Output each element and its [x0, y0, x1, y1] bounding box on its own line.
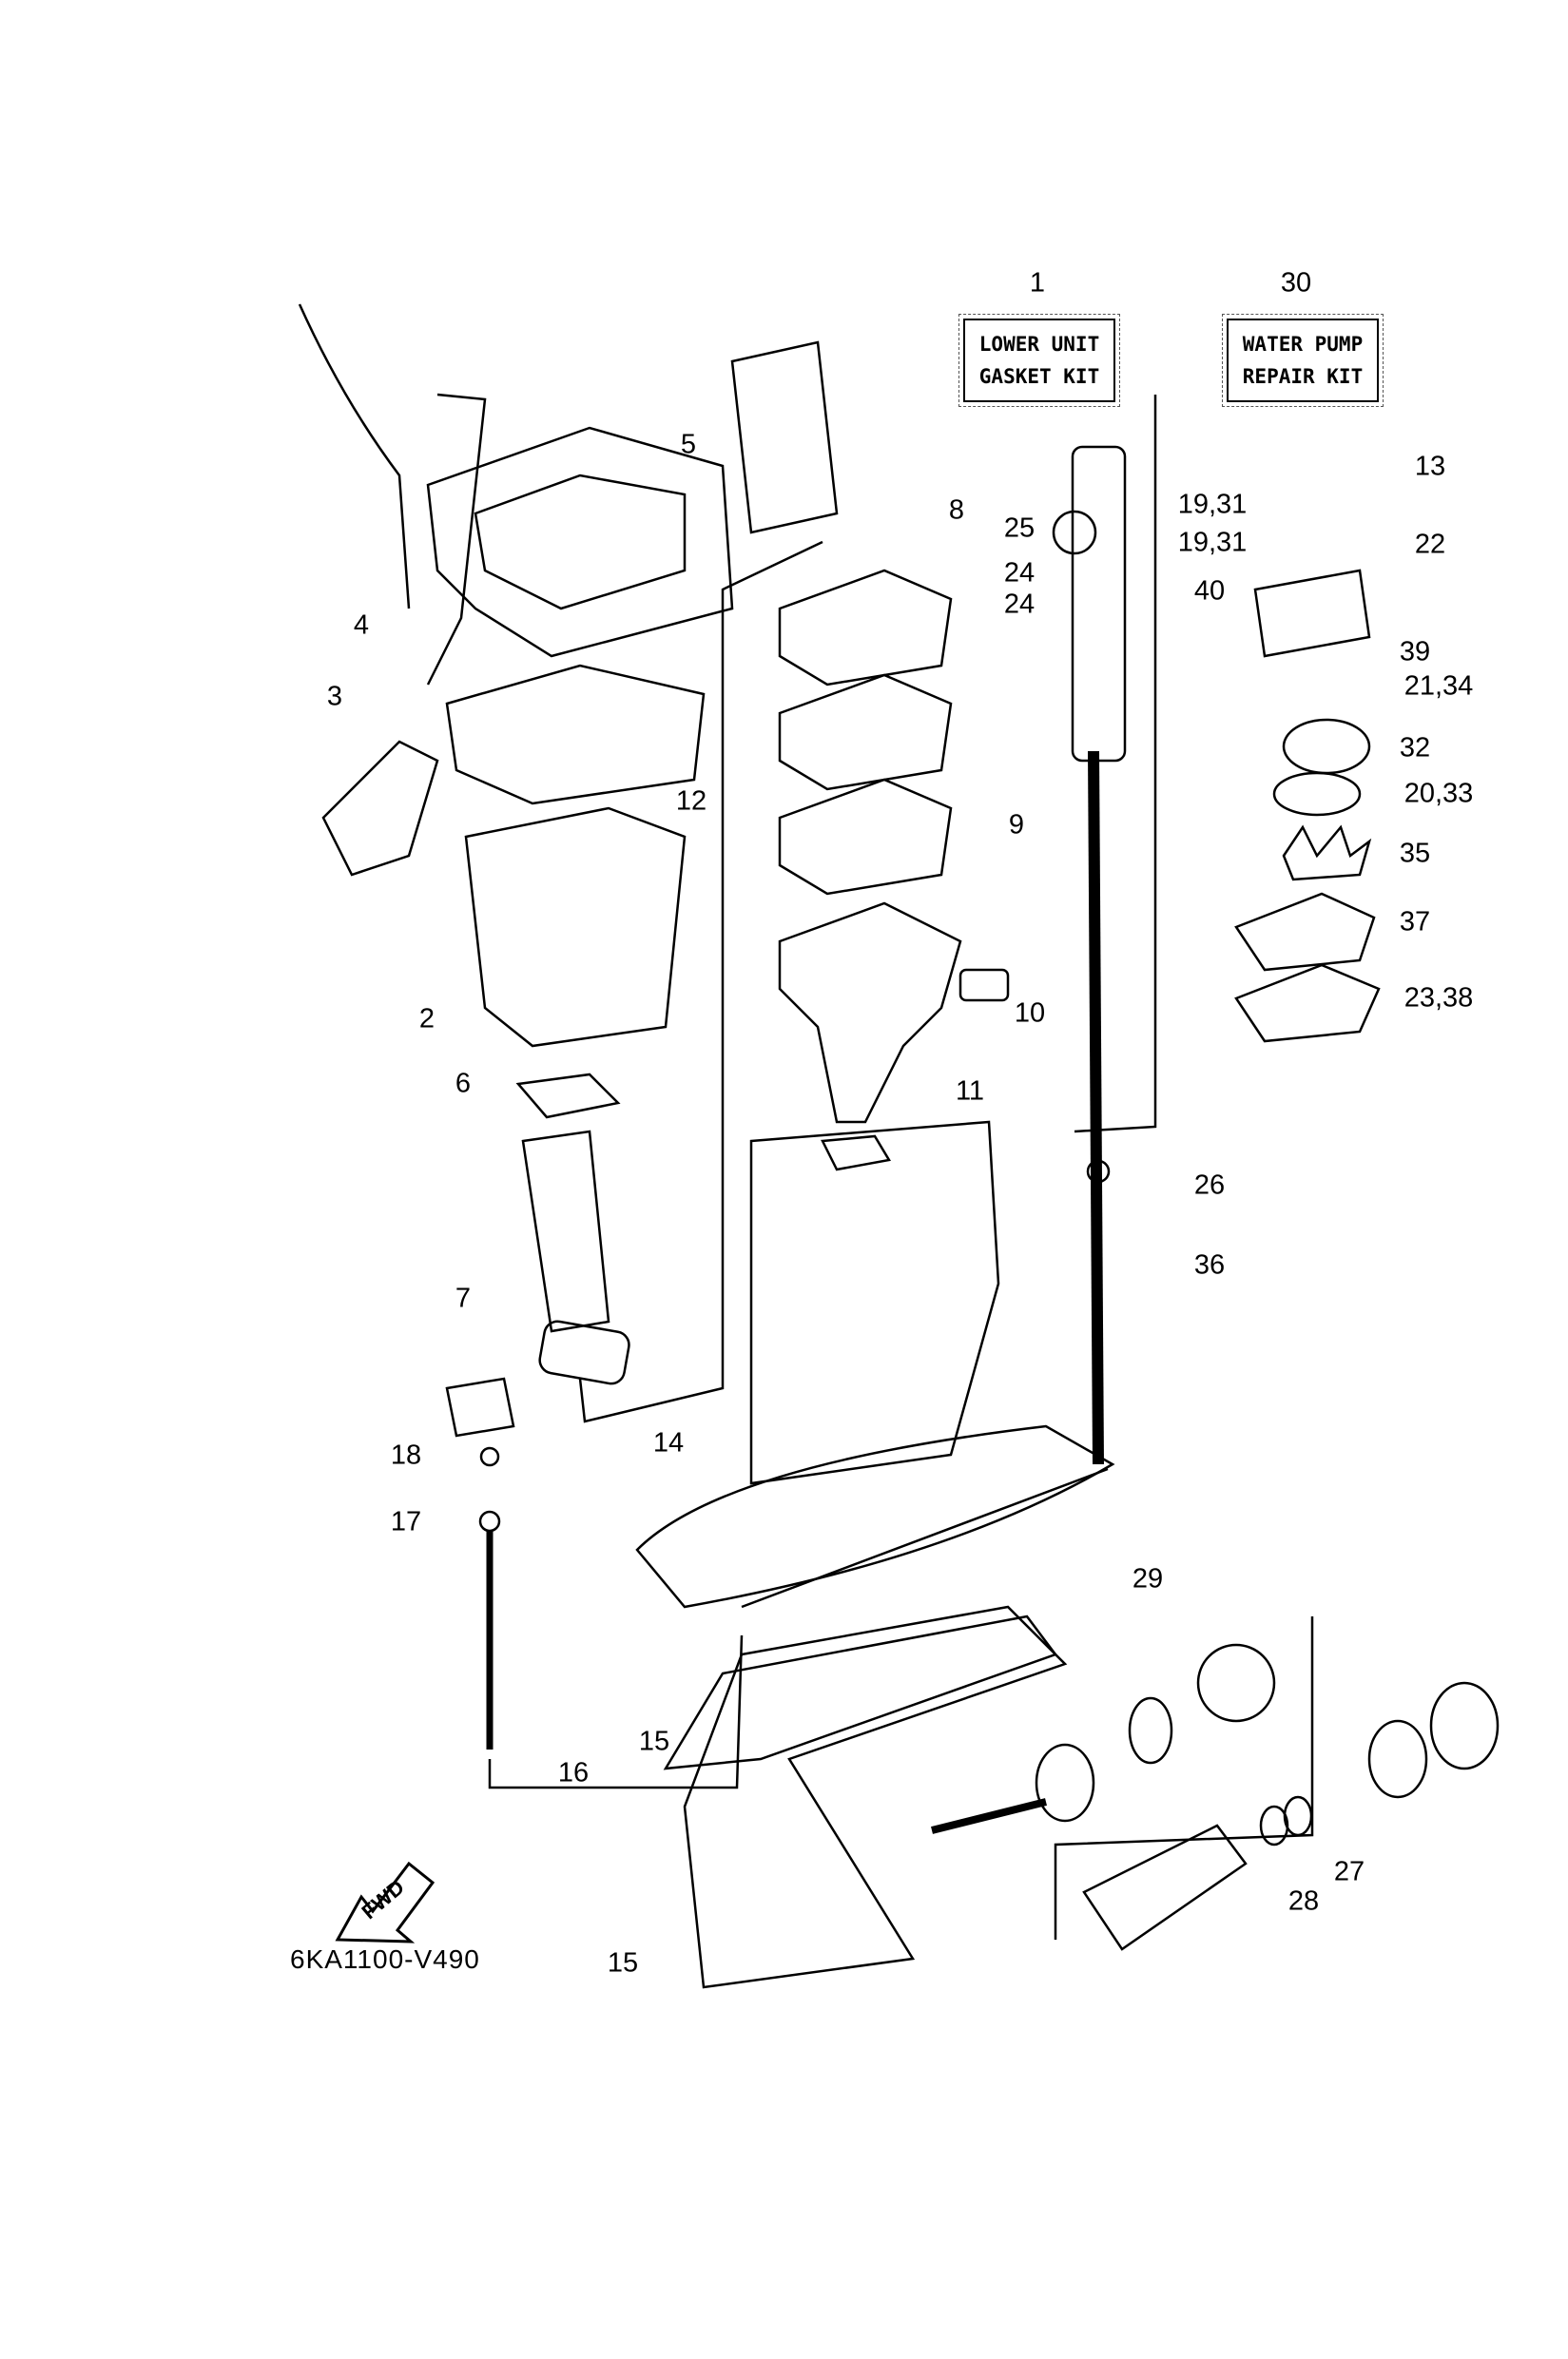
- anti-cavitation-plate: [635, 1424, 1115, 1609]
- callout-19-31: 19,31: [1177, 489, 1248, 520]
- oil-pan: [778, 901, 962, 1124]
- callout-4: 4: [353, 609, 370, 641]
- callout-17: 17: [390, 1506, 422, 1537]
- dipstick-tube: [298, 303, 411, 609]
- callout-40: 40: [1193, 575, 1226, 607]
- lower-unit-gasket-kit-box: LOWER UNIT GASKET KIT: [958, 314, 1120, 407]
- callout-20-33: 20,33: [1403, 778, 1474, 809]
- o-ring-17: [478, 1510, 501, 1533]
- upper-casing-inner: [474, 474, 687, 610]
- callout-15: 15: [638, 1726, 670, 1757]
- gasket-8: [778, 569, 953, 686]
- forward-gear: [1035, 1743, 1095, 1823]
- callout-29: 29: [1132, 1563, 1164, 1595]
- callout-35: 35: [1399, 838, 1431, 869]
- callout-kit-1: 1: [1029, 267, 1046, 299]
- group-bracket-gasket-set: [578, 540, 823, 1423]
- outer-plate-37: [1234, 892, 1376, 972]
- kit-label-line2: GASKET KIT: [978, 365, 1100, 388]
- callout-12: 12: [675, 785, 707, 817]
- upper-casing: [426, 426, 734, 658]
- callout-5: 5: [680, 429, 697, 460]
- callout-2: 2: [418, 1003, 436, 1034]
- pump-housing: [1253, 569, 1371, 658]
- seal-27: [1283, 1795, 1313, 1837]
- callout-28: 28: [1287, 1885, 1320, 1917]
- seal-28: [1259, 1805, 1289, 1847]
- mid-casing: [464, 806, 687, 1048]
- o-ring-26: [1086, 1159, 1111, 1184]
- callout-11: 11: [955, 1075, 985, 1107]
- callout-24: 24: [1003, 557, 1036, 589]
- callout-18: 18: [390, 1440, 422, 1471]
- bearing: [1128, 1696, 1173, 1765]
- callout-39: 39: [1399, 636, 1431, 667]
- callout-36: 36: [1193, 1249, 1226, 1281]
- gasket-6: [515, 1073, 621, 1119]
- gasket-9: [778, 778, 953, 896]
- callout-24: 24: [1003, 589, 1036, 620]
- fwd-arrow: [335, 1861, 436, 1943]
- callout-23-38: 23,38: [1403, 982, 1474, 1014]
- seal-11: [821, 1134, 892, 1171]
- callout-37: 37: [1399, 906, 1431, 938]
- gear-case-top: [663, 1615, 1058, 1770]
- group-bracket-upper: [426, 393, 487, 686]
- kit-label-line1: LOWER UNIT: [978, 333, 1100, 356]
- group-bracket-driveshaft: [741, 1467, 1109, 1609]
- callout-3: 3: [326, 681, 343, 712]
- prop-shaft-housing: [1082, 1824, 1248, 1951]
- gasket-20-33: [1272, 771, 1362, 817]
- callout-7: 7: [455, 1283, 472, 1314]
- callout-22: 22: [1414, 529, 1446, 560]
- gasket-12: [445, 664, 706, 805]
- drive-shaft: [1088, 750, 1104, 1465]
- callout-8: 8: [948, 494, 965, 526]
- callout-kit-30: 30: [1280, 267, 1312, 299]
- o-ring-25: [1052, 510, 1097, 555]
- kit-label-line2: REPAIR KIT: [1242, 365, 1364, 388]
- o-ring-29: [1196, 1643, 1276, 1723]
- muffler: [521, 1130, 610, 1333]
- diagram-code: 6KA1100-V490: [290, 1944, 480, 1974]
- group-bracket-lower-left: [488, 1634, 744, 1789]
- exhaust-manifold: [321, 740, 439, 877]
- group-bracket-lower-unit: [1074, 395, 1157, 1133]
- drive-shaft-housing: [749, 1120, 1000, 1485]
- seal-18: [479, 1446, 500, 1467]
- callout-15: 15: [607, 1947, 639, 1979]
- impeller-32-insert: [1282, 718, 1371, 775]
- gear-case: [683, 1605, 1068, 1989]
- bearing-carrier-ring: [1367, 1719, 1428, 1799]
- group-bracket-propshaft: [1054, 1616, 1314, 1940]
- gasket-plate: [778, 673, 953, 791]
- seal-7: [538, 1320, 630, 1385]
- callout-26: 26: [1193, 1170, 1226, 1201]
- callout-21-34: 21,34: [1403, 670, 1474, 702]
- callout-25: 25: [1003, 512, 1036, 544]
- seal-10: [958, 968, 1010, 1002]
- exhaust-cover: [730, 340, 839, 534]
- callout-9: 9: [1008, 809, 1025, 841]
- shaft-bearing-stack: [1071, 445, 1127, 763]
- callout-14: 14: [652, 1427, 685, 1459]
- callout-19-31: 19,31: [1177, 527, 1248, 558]
- retainer-ring: [1429, 1681, 1500, 1770]
- prop-shaft: [931, 1798, 1047, 1834]
- callout-27: 27: [1333, 1856, 1365, 1887]
- callout-16: 16: [557, 1757, 590, 1789]
- callout-32: 32: [1399, 732, 1431, 764]
- callout-6: 6: [455, 1068, 472, 1099]
- water-pump-repair-kit-box: WATER PUMP REPAIR KIT: [1222, 314, 1384, 407]
- callout-13: 13: [1414, 451, 1446, 482]
- impeller-35: [1282, 824, 1372, 881]
- callout-10: 10: [1014, 997, 1046, 1029]
- shift-rod-bracket: [445, 1377, 515, 1438]
- gasket-23-38: [1234, 963, 1381, 1043]
- kit-label-line1: WATER PUMP: [1242, 333, 1364, 356]
